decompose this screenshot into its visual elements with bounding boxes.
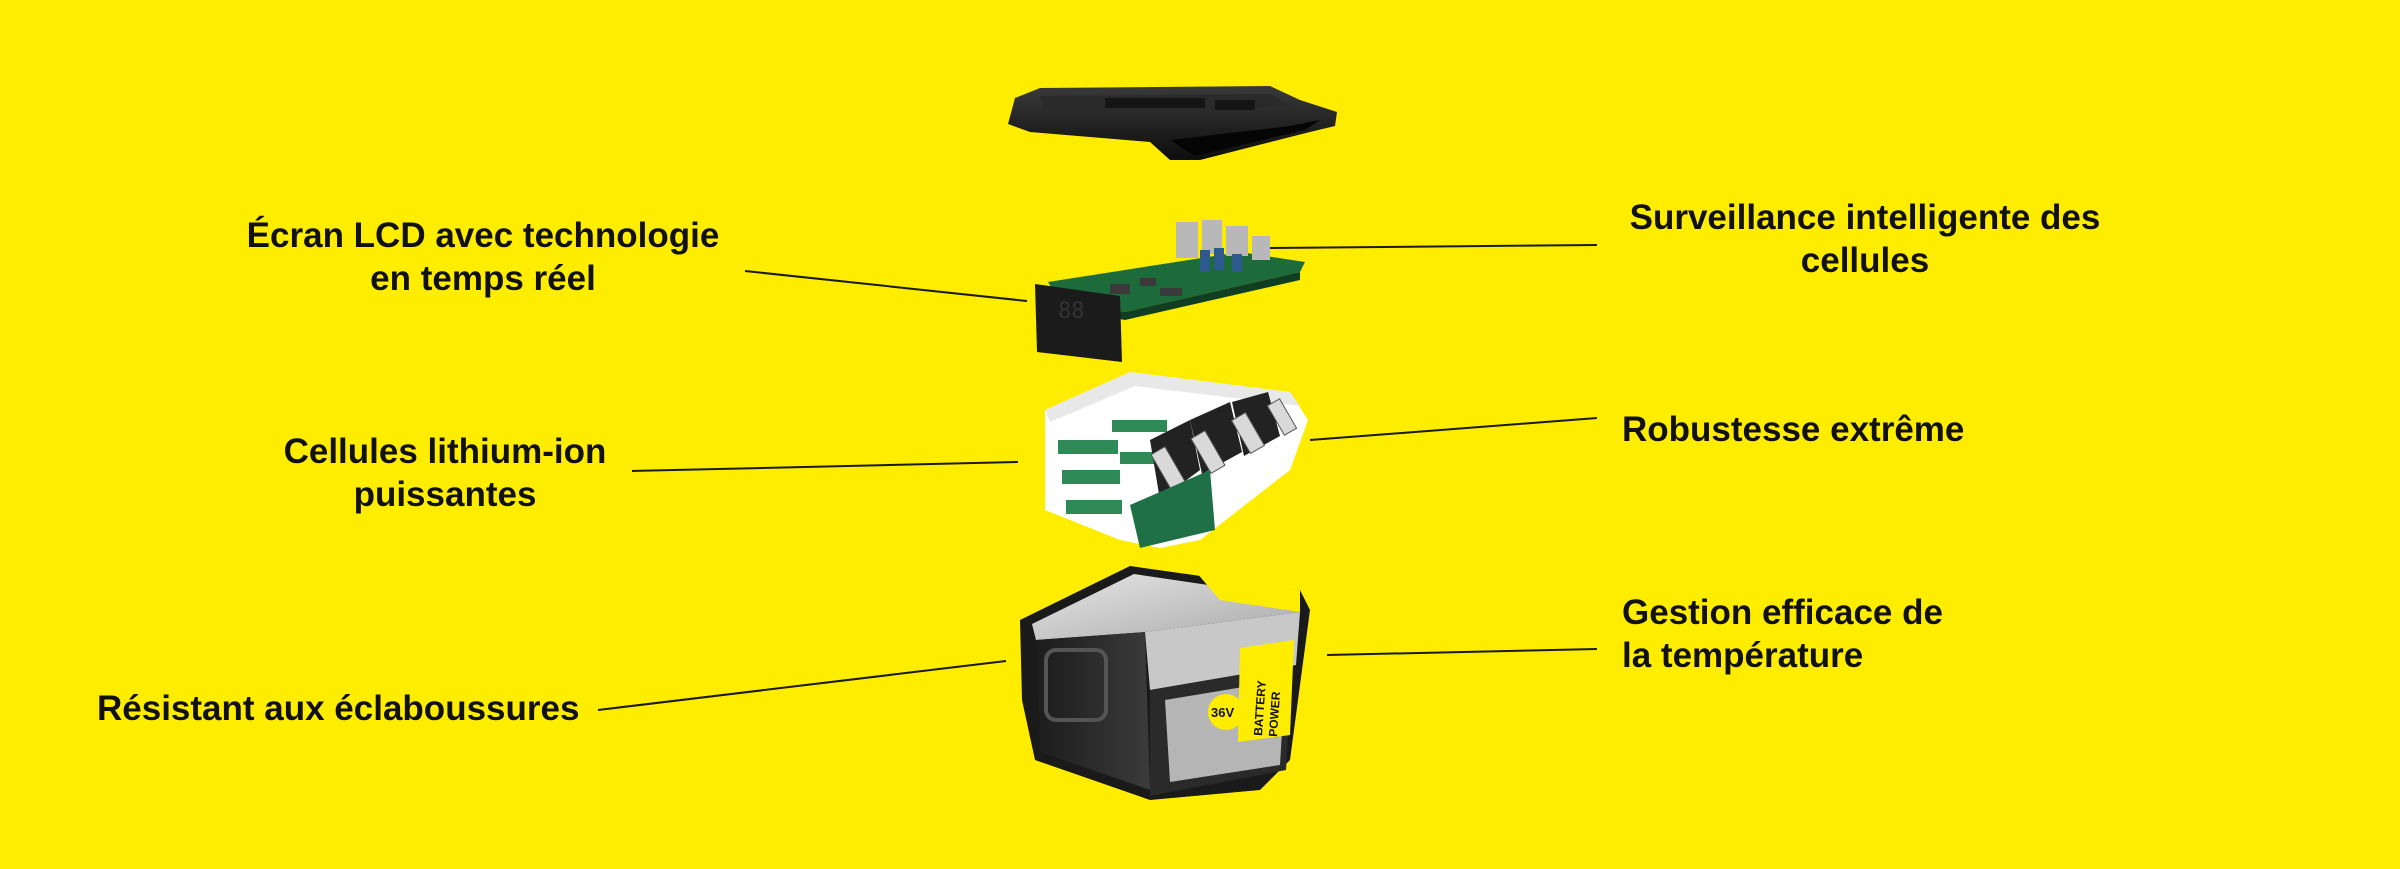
lcd-digits: 88 <box>1058 299 1085 324</box>
label-splash: Résistant aux éclaboussures <box>97 687 579 730</box>
label-robust-line1: Robustesse extrême <box>1622 410 1965 449</box>
label-cells: Cellules lithium-ion puissantes <box>260 430 630 516</box>
leader-lines <box>597 244 1598 711</box>
label-lcd-line2: en temps réel <box>370 259 596 298</box>
label-monitoring-line2: cellules <box>1800 241 1930 280</box>
label-splash-line1: Résistant aux éclaboussures <box>97 689 580 728</box>
cell-pack <box>1045 372 1308 548</box>
leader-line-cells <box>631 461 1019 472</box>
leader-line-temperature <box>1326 648 1598 656</box>
label-lcd-line1: Écran LCD avec technologie <box>246 216 720 255</box>
label-lcd: Écran LCD avec technologie en temps réel <box>218 214 748 300</box>
leader-line-monitoring <box>1269 244 1598 249</box>
label-temperature-line1: Gestion efficace de <box>1622 593 1943 632</box>
badge-voltage: 36V <box>1211 705 1234 720</box>
leader-line-lcd <box>744 270 1028 302</box>
leader-line-splash <box>597 660 1007 711</box>
label-robust: Robustesse extrême <box>1622 408 1964 451</box>
label-cells-line1: Cellules lithium-ion <box>283 432 607 471</box>
badge-line2: POWER <box>1266 691 1283 738</box>
label-monitoring-line1: Surveillance intelligente des <box>1629 198 2101 237</box>
badge-line1: BATTERY <box>1251 680 1269 736</box>
label-monitoring: Surveillance intelligente des cellules <box>1595 196 2135 282</box>
label-cells-line2: puissantes <box>353 475 537 514</box>
voltage-badge <box>1208 694 1244 730</box>
battery-power-badge <box>1238 640 1294 742</box>
leader-line-robust <box>1309 417 1598 441</box>
housing <box>1020 566 1310 800</box>
label-temperature: Gestion efficace de la température <box>1622 591 1943 677</box>
label-temperature-line2: la température <box>1622 636 1864 675</box>
top-cover <box>1008 86 1337 160</box>
